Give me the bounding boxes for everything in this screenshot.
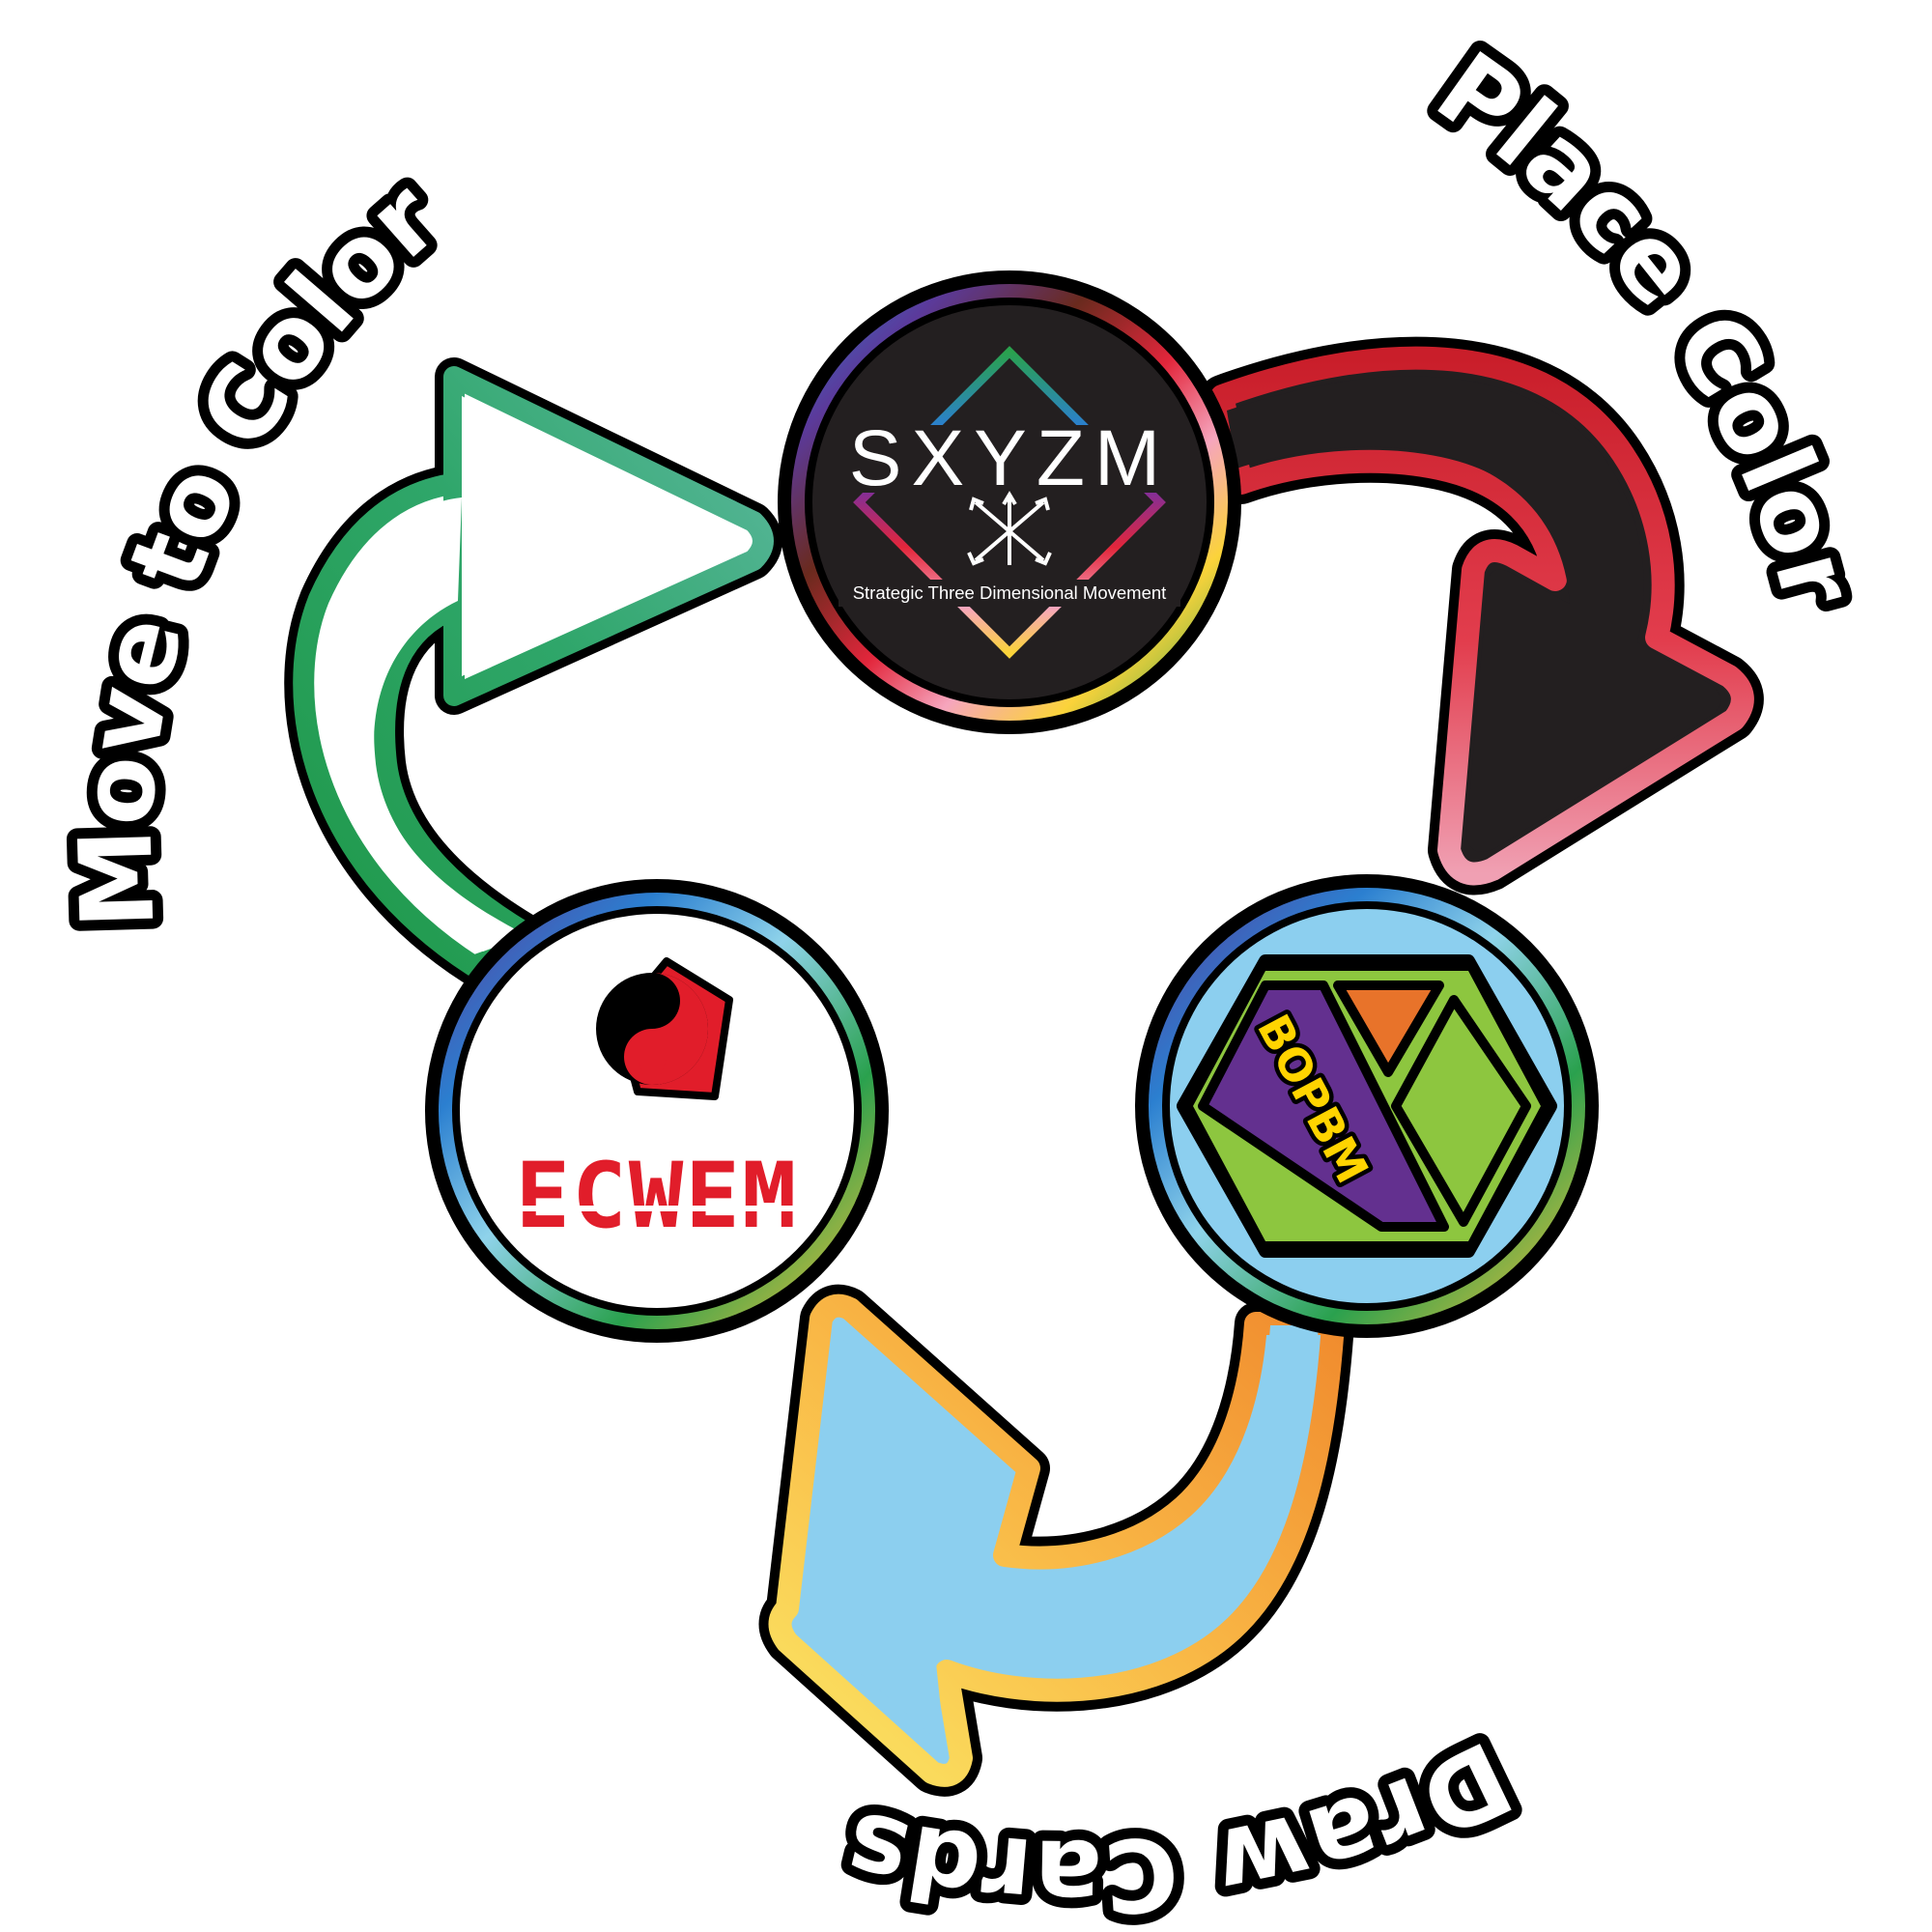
cycle-arrow-move xyxy=(284,357,782,985)
bopbm-hexagon-logo xyxy=(1177,954,1557,1258)
cycle-arrow-place xyxy=(1201,336,1764,895)
arrows-x-icon xyxy=(967,491,1052,566)
sxyzm-title: SXYZM xyxy=(849,414,1170,502)
sxyzm-subtitle: Strategic Three Dimensional Movement xyxy=(853,582,1167,603)
ecwem-title: ECWEM xyxy=(516,1144,799,1249)
node-bopbm[interactable]: BOPBM xyxy=(1135,874,1599,1338)
node-ecwem[interactable]: ECWEM xyxy=(425,879,889,1343)
cycle-arrow-draw xyxy=(758,1284,1354,1797)
node-sxyzm[interactable]: SXYZM Strategic Three Dimensional Moveme… xyxy=(778,270,1241,734)
yin-yang-pentagon-icon xyxy=(596,957,733,1100)
